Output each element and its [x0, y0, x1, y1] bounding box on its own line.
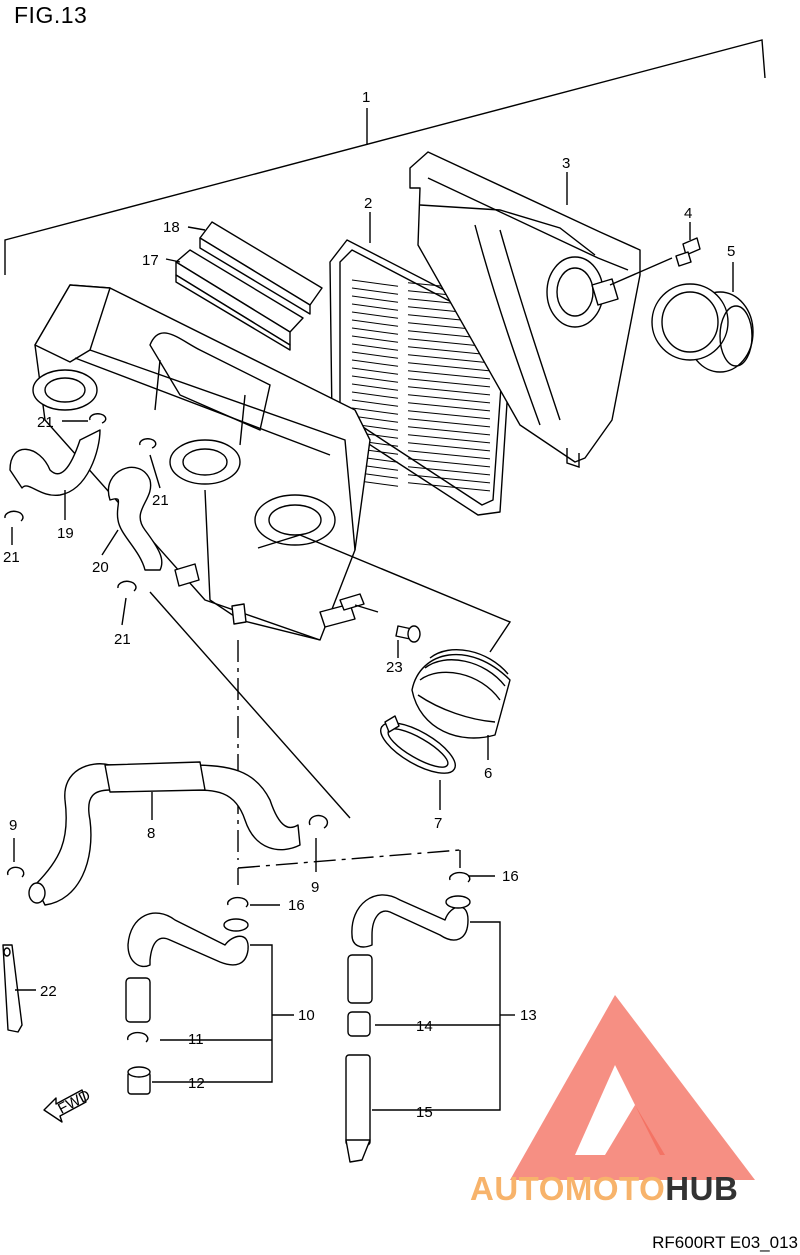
filter-pleat-line	[407, 466, 491, 476]
filter-pleat-line	[351, 383, 399, 391]
callout-8: 8	[147, 825, 155, 842]
filter-pleat-line	[351, 375, 399, 383]
filter-pleat-line	[407, 426, 491, 436]
filter-pleat-line	[407, 386, 491, 396]
callout-17: 17	[142, 252, 159, 269]
part-7-clamp	[380, 715, 456, 810]
filter-pleat-line	[407, 370, 491, 380]
part-10-drain-kit	[125, 896, 294, 1095]
watermark-brand: AUTOMOTOHUB	[470, 1170, 738, 1208]
part-6-rubber-boot	[411, 649, 511, 760]
callout-21-a: 21	[37, 414, 54, 431]
callout-9-left: 9	[9, 817, 17, 834]
filter-pleat-line	[407, 474, 491, 484]
callout-15: 15	[416, 1104, 433, 1121]
filter-pleat-line	[407, 442, 491, 452]
filter-pleat-line	[351, 343, 399, 351]
callout-14: 14	[416, 1018, 433, 1035]
part-23-screw	[395, 625, 421, 658]
filter-pleat-line	[407, 450, 491, 460]
part-18-foam-pad	[187, 221, 323, 315]
fwd-label: FWD	[55, 1087, 93, 1118]
callout-9-right: 9	[311, 879, 319, 896]
air-cleaner-case	[32, 284, 379, 641]
filter-pleat-line	[407, 410, 491, 420]
filter-pleat-line	[407, 346, 491, 356]
filter-pleat-line	[351, 335, 399, 343]
callout-2: 2	[364, 195, 372, 212]
filter-pleat-line	[351, 327, 399, 335]
assembly-bracket	[4, 39, 766, 275]
filter-pleat-line	[407, 418, 491, 428]
filter-pleat-line	[351, 303, 399, 311]
figure-title: FIG.13	[14, 2, 88, 28]
part-13-drain-kit	[345, 871, 515, 1163]
filter-pleat-line	[407, 458, 491, 468]
filter-pleat-line	[407, 394, 491, 404]
callout-16-left: 16	[288, 897, 305, 914]
part-19-hose	[9, 429, 101, 520]
part-21-clips	[4, 413, 161, 626]
filter-pleat-line	[407, 354, 491, 364]
callout-11: 11	[188, 1031, 204, 1048]
callout-16-right: 16	[502, 868, 519, 885]
callout-23: 23	[386, 659, 403, 676]
part-5-intake-boot	[651, 262, 754, 373]
callout-7: 7	[434, 815, 442, 832]
callouts: 1 2 3 4 5 6 7 8 9 9 10 11 12 13 14 15 16…	[3, 89, 735, 1121]
part-9-clips	[6, 814, 329, 878]
part-22-bracket	[2, 944, 36, 1033]
part-8-drain-hose	[28, 761, 301, 906]
callout-12: 12	[188, 1075, 205, 1092]
filter-pleat-line	[407, 378, 491, 388]
callout-4: 4	[684, 205, 692, 222]
filter-pleat-line	[351, 351, 399, 359]
filter-pleat-line	[407, 482, 491, 492]
filter-pleat-line	[351, 391, 399, 399]
part-3-air-cleaner-cap	[409, 151, 673, 468]
callout-5: 5	[727, 243, 735, 260]
filter-pleat-line	[407, 362, 491, 372]
watermark-brand-left: AUTOMOTO	[470, 1170, 666, 1207]
watermark-brand-right: HUB	[665, 1170, 739, 1207]
callout-21-d: 21	[114, 631, 131, 648]
filter-pleat-line	[351, 407, 399, 415]
filter-pleat-line	[351, 415, 399, 423]
callout-19: 19	[57, 525, 74, 542]
filter-pleat-line	[351, 399, 399, 407]
filter-pleat-line	[351, 279, 399, 287]
callout-3: 3	[562, 155, 570, 172]
filter-pleat-line	[351, 287, 399, 295]
filter-pleat-line	[351, 295, 399, 303]
filter-pleat-line	[351, 319, 399, 327]
callout-1: 1	[362, 89, 370, 106]
callout-13: 13	[520, 1007, 537, 1024]
filter-pleat-line	[351, 359, 399, 367]
fwd-arrow-icon: FWD	[43, 1087, 93, 1123]
callout-10: 10	[298, 1007, 315, 1024]
watermark-logo	[510, 995, 755, 1180]
filter-pleat-line	[351, 367, 399, 375]
callout-18: 18	[163, 219, 180, 236]
part-20-hose	[101, 466, 163, 571]
part-17-foam-pad	[165, 249, 304, 351]
part-4-screw	[675, 222, 701, 267]
leader-lines	[149, 534, 512, 885]
callout-22: 22	[40, 983, 57, 1000]
filter-pleat-line	[407, 434, 491, 444]
filter-pleat-line	[351, 311, 399, 319]
callout-6: 6	[484, 765, 492, 782]
callout-20: 20	[92, 559, 109, 576]
filter-pleat-line	[407, 402, 491, 412]
callout-21-c: 21	[3, 549, 20, 566]
callout-21-b: 21	[152, 492, 169, 509]
figure-code: RF600RT E03_013	[652, 1233, 798, 1252]
